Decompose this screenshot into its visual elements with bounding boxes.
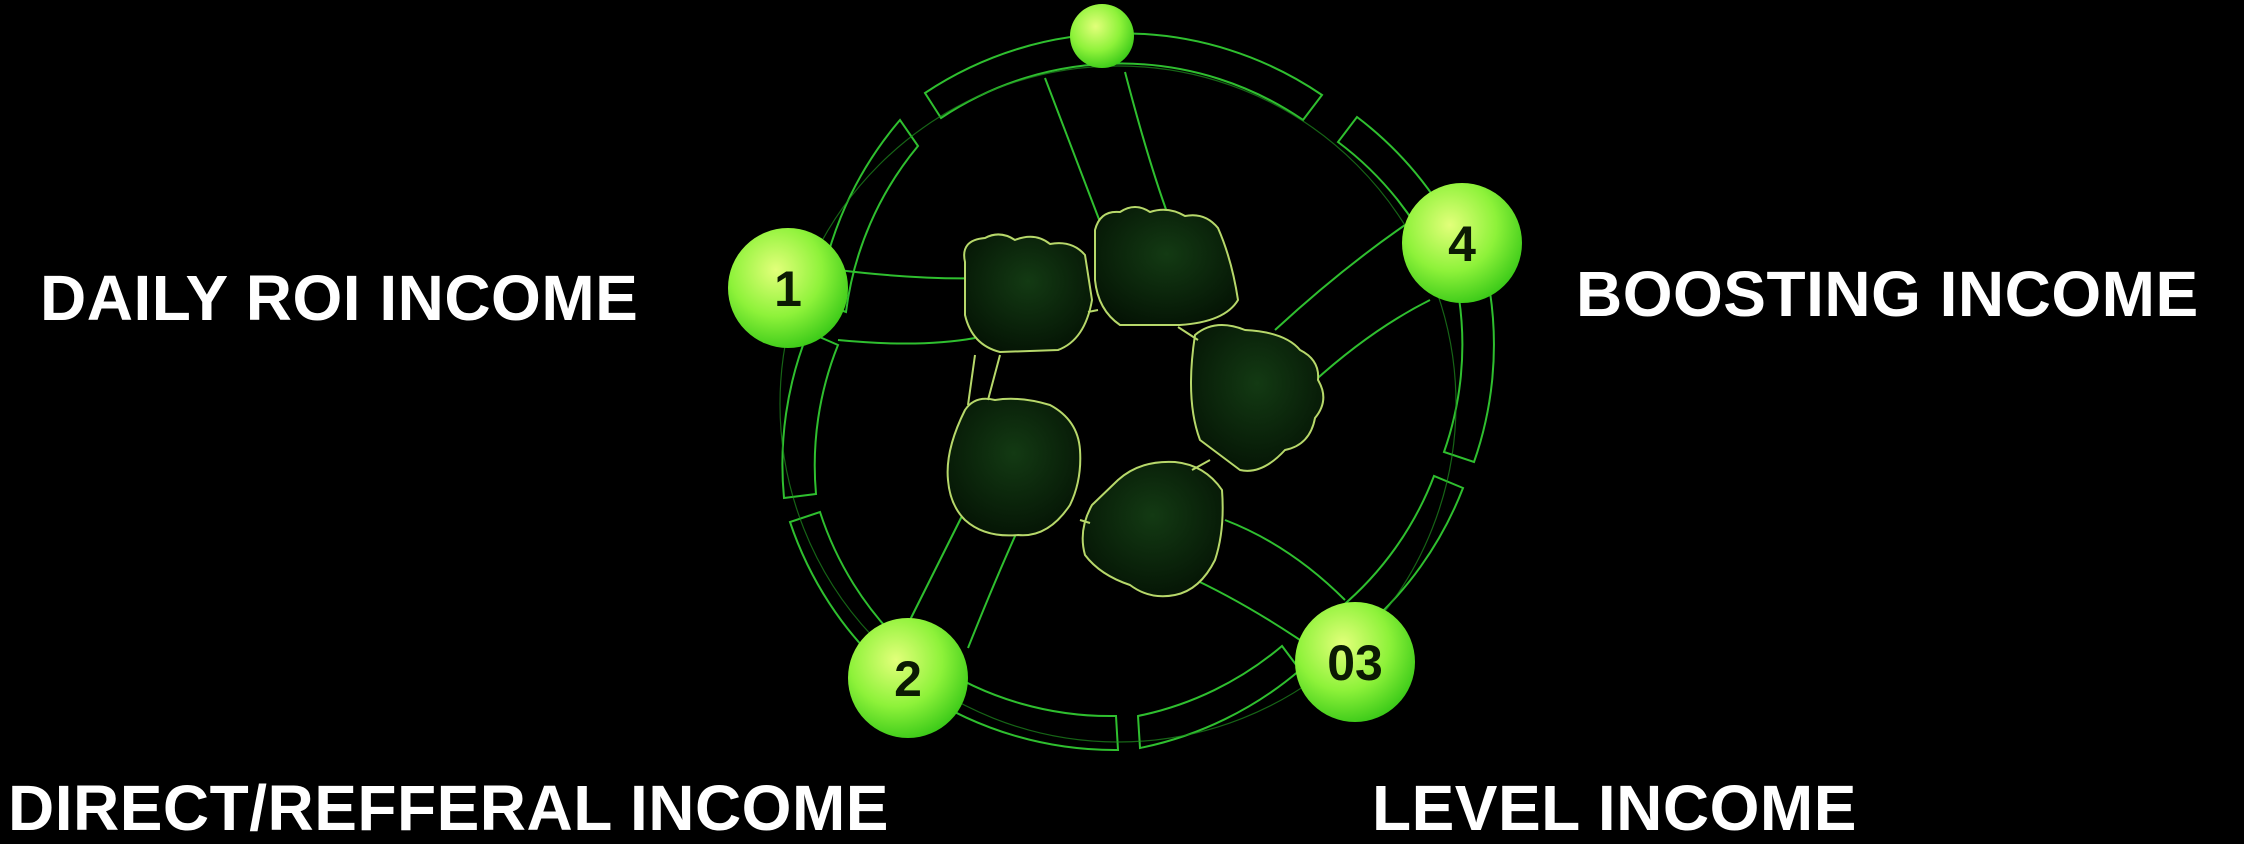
arm-2 — [968, 525, 1020, 648]
node-1: 1 — [728, 228, 848, 348]
arm-top — [1125, 72, 1168, 215]
fist-top-left — [964, 234, 1092, 352]
node-4: 4 — [1402, 183, 1522, 303]
level-income-label: LEVEL INCOME — [1372, 776, 1857, 840]
arm-top — [1045, 78, 1105, 235]
arm-1 — [838, 338, 975, 344]
fist-left — [948, 399, 1081, 536]
node-3: 03 — [1295, 602, 1415, 722]
five-fists-unity-icon — [948, 207, 1324, 596]
arm-2 — [905, 510, 965, 630]
ring-segment — [1138, 646, 1300, 748]
node-2: 2 — [848, 618, 968, 738]
fist-bottom-right — [1083, 462, 1223, 596]
ring-segment — [782, 332, 838, 498]
node-3-label: 03 — [1327, 635, 1383, 691]
arm-4 — [1310, 300, 1430, 385]
arm-3 — [1225, 520, 1345, 600]
arm-3 — [1185, 575, 1300, 640]
daily-roi-income-label: DAILY ROI INCOME — [40, 266, 638, 330]
direct-referral-income-label: DIRECT/REFFERAL INCOME — [8, 776, 889, 840]
fist-top-right — [1095, 207, 1238, 325]
arm-1 — [838, 270, 985, 278]
node-1-label: 1 — [774, 261, 802, 317]
arm-4 — [1275, 225, 1405, 330]
boosting-income-label: BOOSTING INCOME — [1576, 262, 2199, 326]
fist-right — [1191, 325, 1323, 471]
node-2-label: 2 — [894, 651, 922, 707]
node-top — [1070, 4, 1134, 68]
ring-segment — [1444, 292, 1494, 462]
node-4-label: 4 — [1448, 216, 1476, 272]
